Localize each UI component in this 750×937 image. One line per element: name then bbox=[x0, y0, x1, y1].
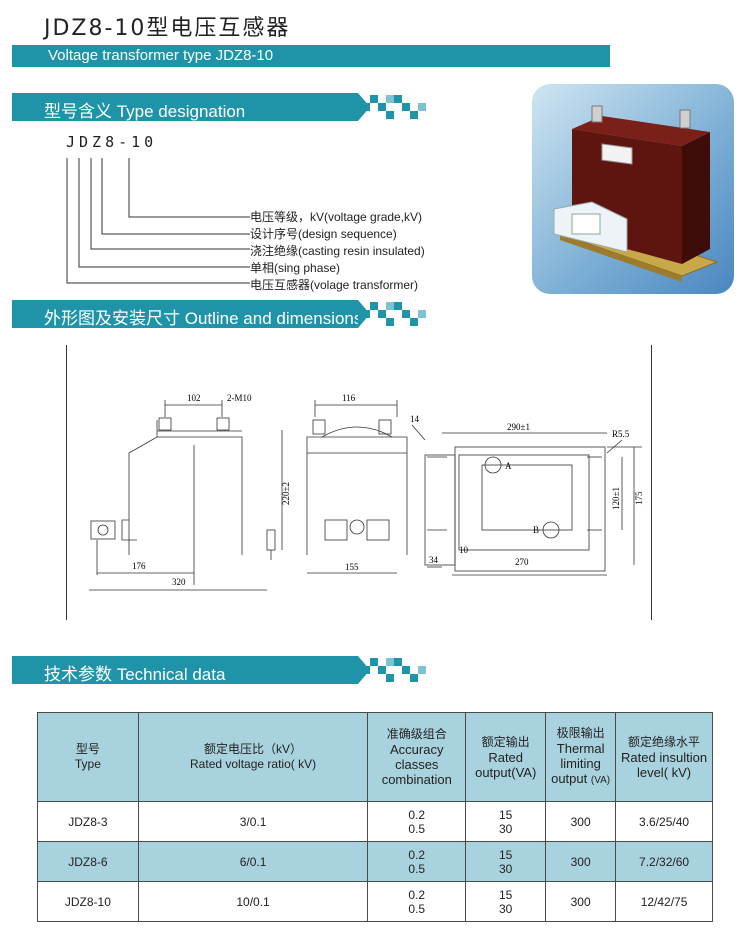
header-insulation: 额定绝缘水平 Rated insultion level( kV) bbox=[615, 712, 713, 802]
cell-insulation: 7.2/32/60 bbox=[615, 841, 713, 882]
label-b: B bbox=[533, 525, 539, 535]
dimension-drawing: 102 2-M10 176 320 116 220±2 155 14 290±1… bbox=[89, 393, 644, 591]
cell-type: JDZ8-6 bbox=[37, 841, 139, 882]
cell-ratio: 6/0.1 bbox=[137, 841, 369, 882]
cell-insulation: 12/42/75 bbox=[615, 881, 713, 922]
section-title: 外形图及安装尺寸 Outline and dimensions bbox=[44, 309, 363, 328]
dim-320: 320 bbox=[172, 577, 186, 587]
outline-drawing: 102 2-M10 176 320 116 220±2 155 14 290±1… bbox=[66, 345, 652, 620]
header-accuracy: 准确级组合 Accuracy classes combination bbox=[367, 712, 467, 802]
dim-116: 116 bbox=[342, 393, 356, 403]
transformer-image bbox=[553, 105, 719, 282]
mosaic-decoration bbox=[362, 90, 426, 124]
designation-line-phase: 单相(sing phase) bbox=[250, 261, 341, 275]
dim-14: 14 bbox=[410, 414, 420, 424]
section-header-outline: 外形图及安装尺寸 Outline and dimensions bbox=[12, 300, 362, 328]
dim-10: 10 bbox=[459, 545, 469, 555]
cell-thermal: 300 bbox=[545, 841, 617, 882]
cell-type: JDZ8-10 bbox=[37, 881, 139, 922]
table-header-row: 型号 Type 额定电压比（kV） Rated voltage ratio( k… bbox=[37, 712, 713, 802]
cell-ratio: 10/0.1 bbox=[137, 881, 369, 922]
cell-ratio: 3/0.1 bbox=[137, 801, 369, 842]
cell-type: JDZ8-3 bbox=[37, 801, 139, 842]
subtitle-bar: Voltage transformer type JDZ8-10 bbox=[12, 45, 610, 67]
mosaic-decoration bbox=[362, 297, 426, 331]
dim-102: 102 bbox=[187, 393, 201, 403]
cell-insulation: 3.6/25/40 bbox=[615, 801, 713, 842]
designation-line-grade: 电压等级，kV(voltage grade,kV) bbox=[250, 210, 423, 224]
label-a: A bbox=[505, 461, 512, 471]
dim-270: 270 bbox=[515, 557, 529, 567]
dim-155: 155 bbox=[345, 562, 359, 572]
designation-line-casting: 浇注绝缘(casting resin insulated) bbox=[250, 244, 425, 258]
section-title: 型号含义 Type designation bbox=[44, 102, 246, 121]
cell-thermal: 300 bbox=[545, 881, 617, 922]
technical-data-table: 型号 Type 额定电压比（kV） Rated voltage ratio( k… bbox=[37, 712, 713, 922]
header-type: 型号 Type bbox=[37, 712, 139, 802]
dim-m10: 2-M10 bbox=[227, 393, 252, 403]
header-rated-output: 额定输出 Rated output(VA) bbox=[465, 712, 547, 802]
dim-r55: R5.5 bbox=[612, 429, 630, 439]
designation-code: JDZ8-10 bbox=[66, 133, 158, 151]
dim-34: 34 bbox=[429, 555, 439, 565]
cell-thermal: 300 bbox=[545, 801, 617, 842]
mosaic-decoration bbox=[362, 653, 426, 687]
dim-175: 175 bbox=[634, 491, 644, 505]
dim-120: 120±1 bbox=[611, 487, 621, 510]
section-title: 技术参数 Technical data bbox=[44, 665, 226, 684]
product-photo bbox=[532, 84, 734, 294]
subtitle: Voltage transformer type JDZ8-10 bbox=[48, 47, 274, 64]
designation-line-transformer: 电压互感器(volage transformer) bbox=[250, 278, 419, 292]
header-thermal-output: 极限输出 Thermal limiting output (VA) bbox=[545, 712, 617, 802]
page-title: JDZ8-10型电压互感器 bbox=[44, 16, 291, 41]
designation-line-sequence: 设计序号(design sequence) bbox=[250, 227, 397, 241]
dim-290: 290±1 bbox=[507, 422, 530, 432]
section-header-technical: 技术参数 Technical data bbox=[12, 656, 358, 684]
dim-176: 176 bbox=[132, 561, 146, 571]
section-header-designation: 型号含义 Type designation bbox=[12, 93, 358, 121]
dim-220: 220±2 bbox=[281, 482, 291, 505]
designation-leader-lines bbox=[66, 158, 250, 284]
header-ratio: 额定电压比（kV） Rated voltage ratio( kV) bbox=[137, 712, 369, 802]
